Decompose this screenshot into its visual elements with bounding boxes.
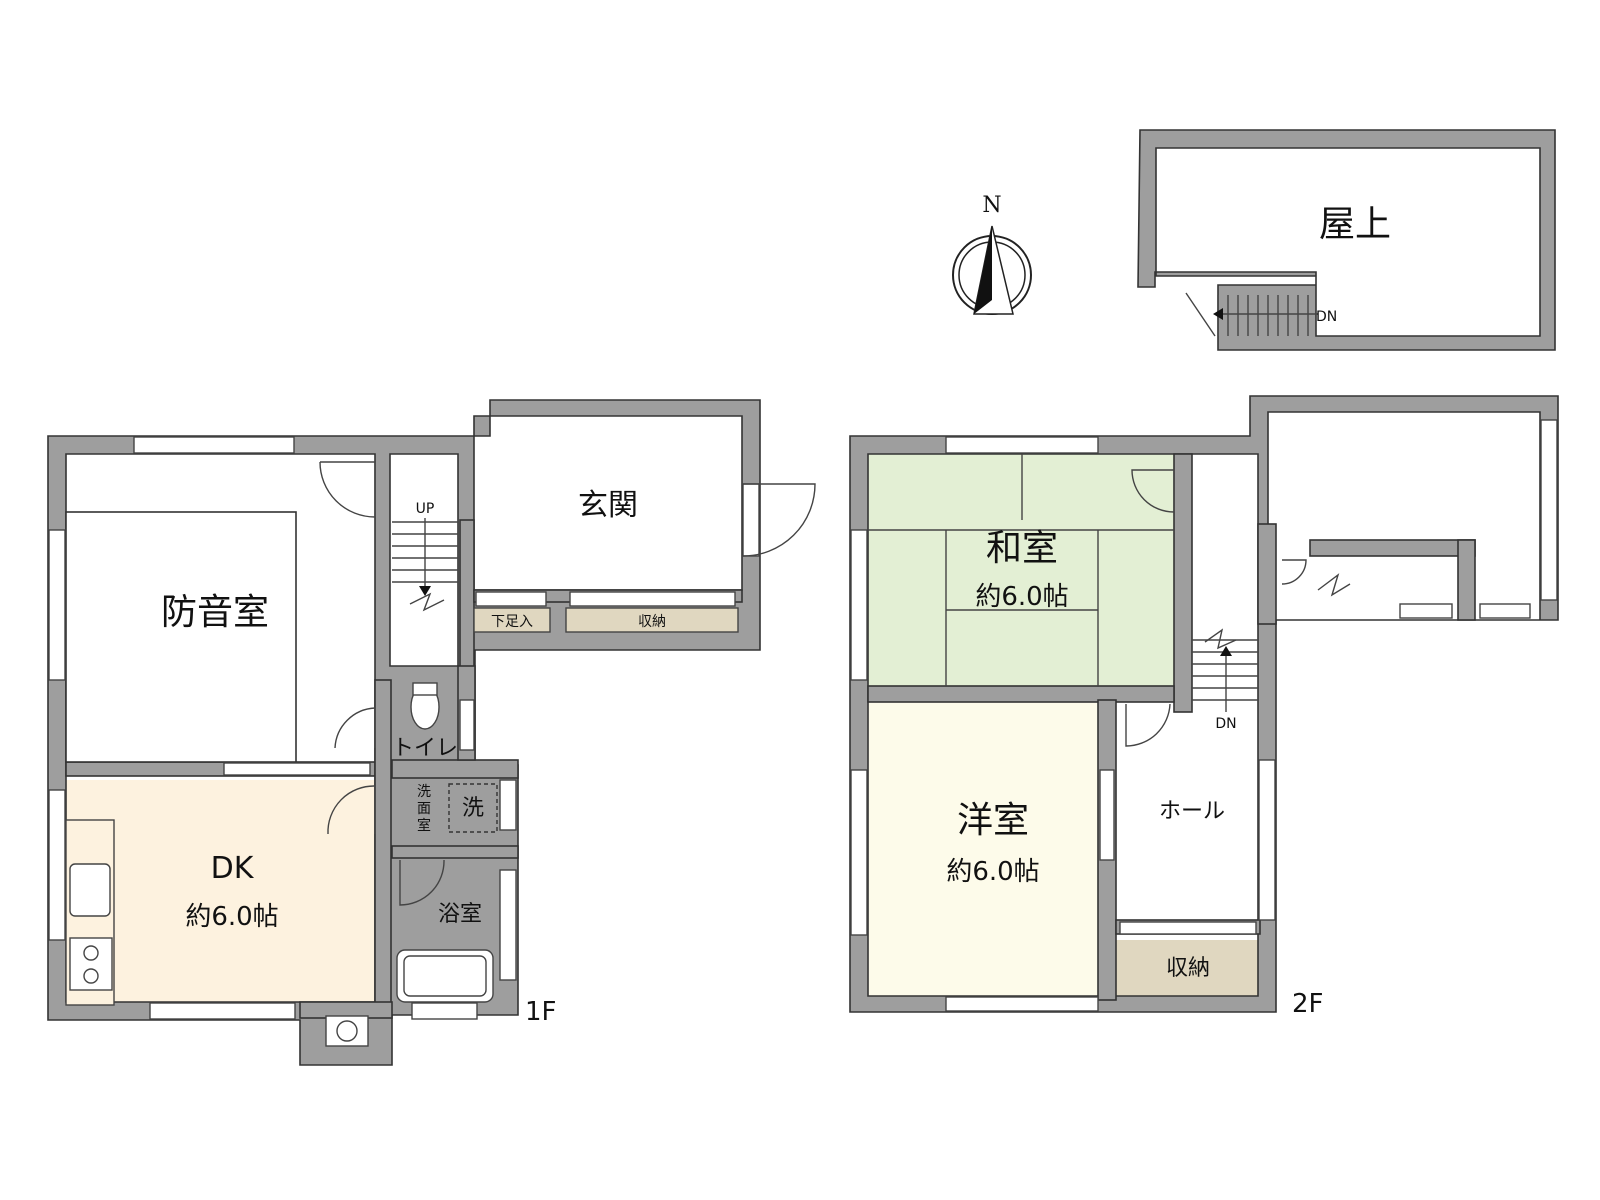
floor1-up-label: UP — [416, 501, 435, 517]
rooftop-dn-label: DN — [1316, 309, 1337, 325]
stair-arrow-icon — [1213, 308, 1223, 320]
floor2-label: 2F — [1292, 989, 1324, 1019]
floor1-stairs — [392, 518, 458, 612]
floor2-dn-label: DN — [1215, 716, 1236, 732]
yoshitsu-floor — [868, 702, 1098, 1008]
shoe-storage-label: 下足入 — [491, 614, 533, 630]
hall-label: ホール — [1159, 799, 1225, 824]
yoshitsu-size-label: 約6.0帖 — [946, 857, 1039, 887]
floor2-plan: DN 和室 約6.0帖 洋室 約6.0帖 ホール 収納 2F — [849, 395, 1559, 1019]
rooftop-label: 屋上 — [1319, 204, 1391, 245]
soundproof-room-label: 防音室 — [161, 592, 269, 633]
stair-arrow-icon — [1220, 646, 1232, 656]
floor2-stairs — [1192, 628, 1258, 712]
dk-floor — [65, 780, 375, 1010]
dk-size-label: 約6.0帖 — [185, 902, 278, 932]
entrance-label: 玄関 — [578, 488, 638, 523]
yoshitsu-label: 洋室 — [957, 800, 1029, 841]
washroom-label: 洗面室 — [417, 784, 431, 834]
storage-floor — [1116, 940, 1260, 996]
north-label: N — [982, 193, 1001, 218]
floor2-storage-label: 収納 — [1166, 956, 1210, 981]
bathroom-label: 浴室 — [438, 902, 482, 927]
stair-arrow-icon — [419, 586, 431, 596]
rooftop-stair-treads — [1213, 295, 1318, 336]
dk-label: DK — [211, 851, 255, 886]
washitsu-floor — [868, 454, 1174, 686]
washitsu-label: 和室 — [986, 528, 1058, 569]
washitsu-size-label: 約6.0帖 — [975, 582, 1068, 612]
floor1-label: 1F — [525, 997, 557, 1027]
rooftop-plan: 屋上 DN — [1137, 129, 1556, 351]
floor1-storage-label: 収納 — [638, 614, 666, 630]
north-arrow-icon: N — [952, 193, 1032, 315]
floor1-plan: UP 防音室 玄関 下足入 収納 DK 約6.0帖 トイレ 洗面室 洗 浴室 — [47, 399, 816, 1066]
washer-label: 洗 — [462, 796, 484, 821]
toilet-label: トイレ — [392, 736, 458, 761]
